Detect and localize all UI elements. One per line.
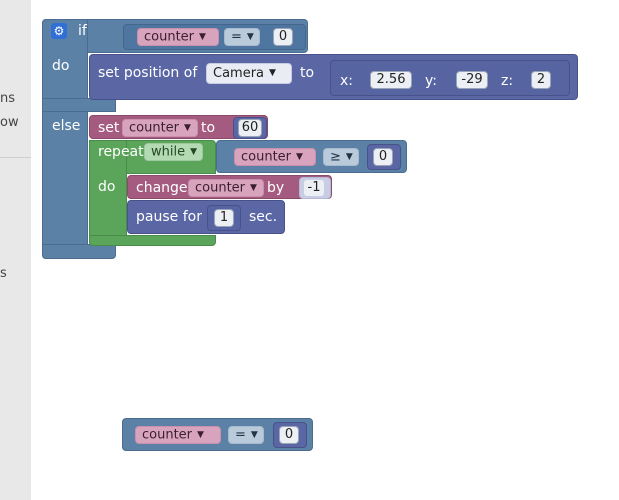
variable-dropdown[interactable]: counter▼: [135, 426, 221, 444]
object-dropdown[interactable]: Camera▼: [206, 63, 292, 84]
if-block-spine[interactable]: [42, 19, 88, 259]
to-label: to: [300, 65, 315, 81]
chevron-down-icon: ▼: [269, 68, 276, 78]
y-label: y:: [425, 73, 437, 89]
chevron-down-icon: ▼: [197, 430, 204, 440]
y-input[interactable]: -29: [456, 71, 488, 89]
chevron-down-icon: ▼: [199, 32, 206, 42]
number-block[interactable]: 0: [367, 144, 401, 170]
operator-dropdown[interactable]: ≥▼: [323, 148, 359, 166]
repeat-footer: [89, 235, 216, 246]
number-block[interactable]: 0: [273, 422, 307, 448]
x-label: x:: [340, 73, 354, 89]
chevron-down-icon: ▼: [250, 183, 257, 193]
if-else-footer: [42, 244, 116, 259]
number-block[interactable]: 60: [233, 117, 267, 139]
repeat-do-label: do: [98, 179, 116, 195]
if-do-footer: [42, 98, 116, 112]
by-label: by: [267, 180, 285, 196]
chevron-down-icon: ▼: [190, 147, 198, 157]
repeat-label: repeat: [98, 144, 144, 160]
variable-dropdown[interactable]: counter▼: [234, 148, 316, 166]
if-condition-compare[interactable]: counter▼ =▼ 0: [123, 24, 306, 50]
sidebar-fragment[interactable]: ns: [0, 91, 16, 106]
set-label: set: [98, 120, 120, 136]
sidebar-divider: [0, 157, 31, 158]
chevron-down-icon: ▼: [184, 123, 191, 133]
change-variable-block[interactable]: change counter▼ by -1: [127, 175, 332, 199]
number-input[interactable]: 60: [238, 119, 262, 137]
set-position-block[interactable]: set position of Camera▼ to x: 2.56 y: -2…: [89, 54, 578, 100]
variable-dropdown[interactable]: counter▼: [137, 28, 219, 46]
number-block[interactable]: -1: [299, 177, 331, 199]
operator-dropdown[interactable]: =▼: [224, 28, 260, 46]
to-label: to: [201, 120, 216, 136]
chevron-down-icon: ▼: [345, 152, 353, 162]
loose-compare-block[interactable]: counter▼ =▼ 0: [122, 418, 313, 451]
if-keyword: if: [78, 23, 87, 39]
variable-dropdown[interactable]: counter▼: [188, 179, 264, 197]
repeat-mode-dropdown[interactable]: while▼: [144, 143, 203, 161]
variable-dropdown[interactable]: counter▼: [122, 119, 198, 137]
number-input[interactable]: -1: [303, 179, 325, 197]
vector-xyz-block[interactable]: x: 2.56 y: -29 z: 2: [330, 60, 570, 96]
repeat-condition-compare[interactable]: counter▼ ≥▼ 0: [216, 140, 407, 173]
pause-block[interactable]: pause for 1 sec.: [127, 200, 285, 234]
z-label: z:: [501, 73, 514, 89]
number-block[interactable]: 1: [207, 205, 241, 231]
number-input[interactable]: 0: [273, 28, 293, 46]
else-keyword: else: [52, 118, 81, 134]
z-input[interactable]: 2: [531, 71, 551, 89]
sidebar-panel: ns ow s: [0, 0, 31, 500]
number-input[interactable]: 1: [214, 209, 234, 227]
number-input[interactable]: 0: [279, 426, 299, 444]
sidebar-fragment[interactable]: s: [0, 266, 7, 281]
x-input[interactable]: 2.56: [370, 71, 412, 89]
set-position-label: set position of: [98, 65, 198, 81]
operator-dropdown[interactable]: =▼: [228, 426, 264, 444]
chevron-down-icon: ▼: [296, 152, 303, 162]
gear-icon[interactable]: ⚙: [51, 23, 67, 39]
change-label: change: [136, 180, 188, 196]
do-keyword: do: [52, 58, 70, 74]
sec-label: sec.: [249, 209, 278, 225]
set-variable-block[interactable]: set counter▼ to 60: [89, 115, 268, 139]
number-input[interactable]: 0: [373, 148, 393, 166]
repeat-spine[interactable]: [89, 140, 127, 246]
chevron-down-icon: ▼: [246, 32, 254, 42]
pause-label: pause for: [136, 209, 202, 225]
chevron-down-icon: ▼: [250, 430, 258, 440]
sidebar-fragment[interactable]: ow: [0, 115, 19, 130]
